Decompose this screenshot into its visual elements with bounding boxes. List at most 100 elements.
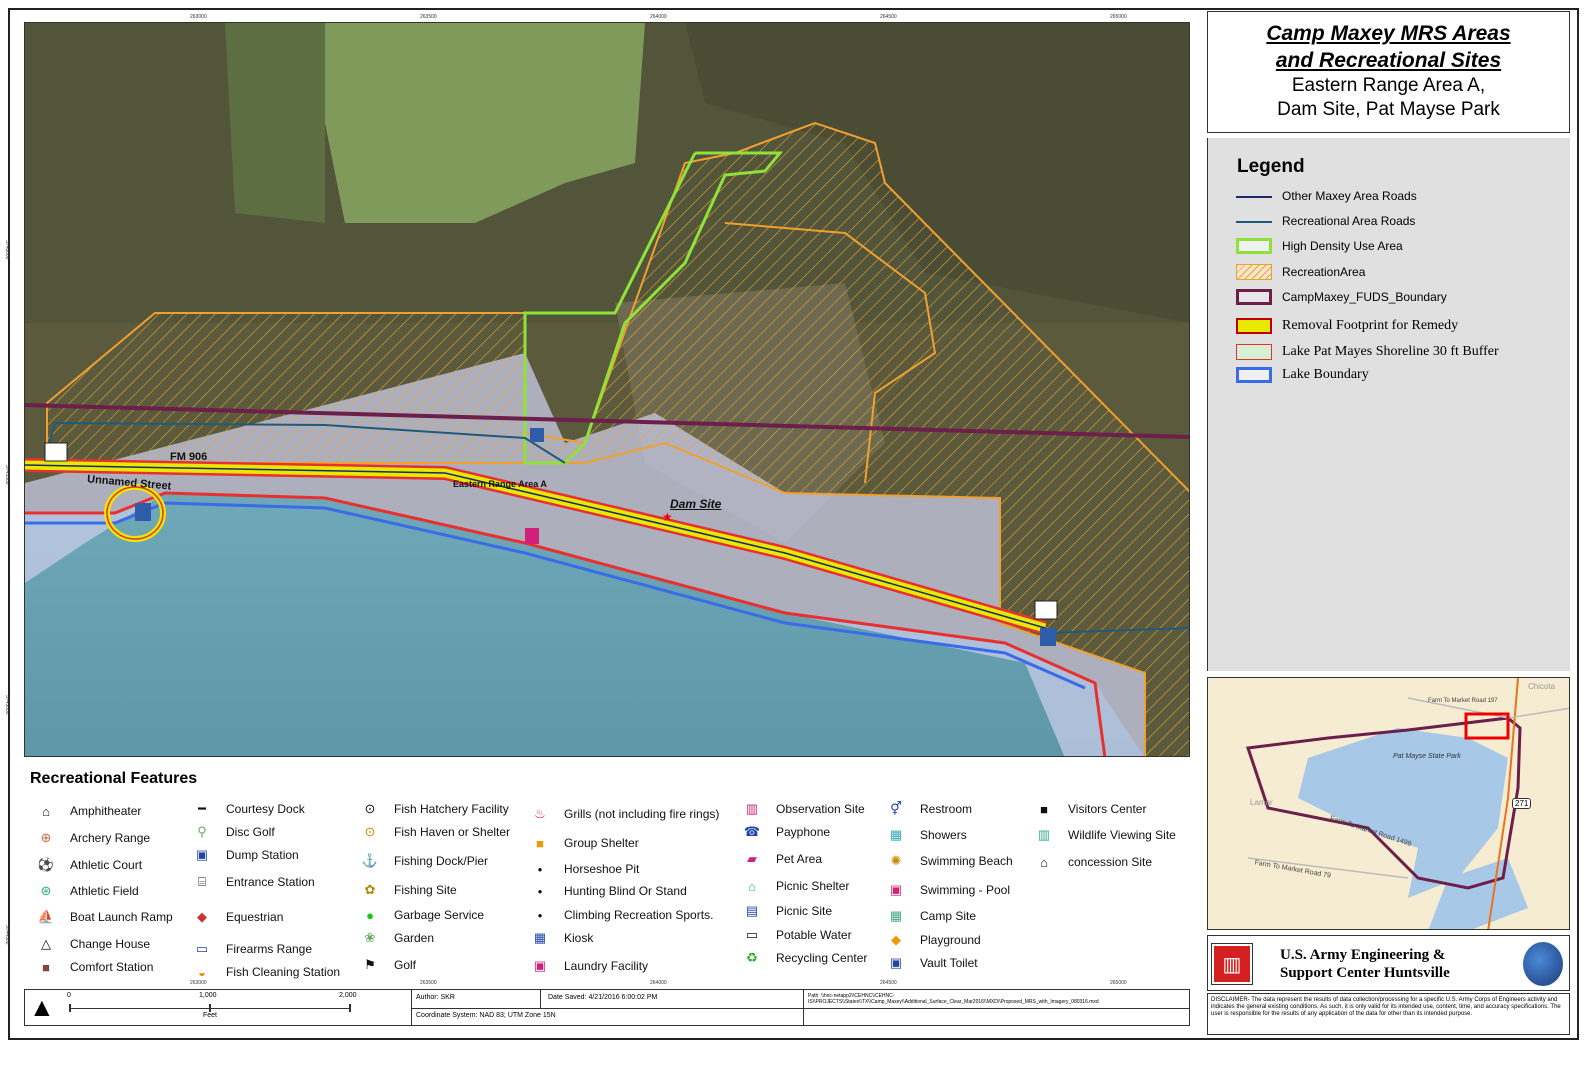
feature-label: Kiosk [564,931,594,945]
inset-park-label: Pat Mayse State Park [1393,753,1461,760]
feature-swimming-pool: ▣Swimming - Pool [886,879,1010,901]
feature-athletic-field: ⊛Athletic Field [36,880,139,902]
fish-haven-icon: ⊙ [364,824,376,839]
grid-tick: 264000 [650,980,667,986]
laundry-icon: ▣ [533,958,547,973]
meta-cell: Author: SKR Date Saved: 4/21/2016 6:00:0… [411,990,803,1025]
feature-playground: ◆Playground [886,929,981,951]
feature-fish-hatchery: ⊙Fish Hatchery Facility [360,798,509,820]
feature-label: Athletic Court [70,858,143,872]
equestrian-icon: ◆ [197,909,207,924]
meta-date: Date Saved: 4/21/2016 6:00:02 PM [548,994,658,1001]
feature-label: concession Site [1068,855,1153,869]
grid-tick: 263000 [190,14,207,20]
lake-boundary [25,501,1086,690]
vault-toilet-icon: ▣ [889,955,903,970]
org-name-line1: U.S. Army Engineering & [1280,947,1446,963]
feature-athletic-court: ⚽Athletic Court [36,854,142,876]
feature-fishing-dock: ⚓Fishing Dock/Pier [360,850,488,872]
payphone-icon: ☎ [743,824,761,839]
feature-restroom: ⚥Restroom [886,798,972,820]
feature-label: Laundry Facility [564,959,649,973]
feature-label: Equestrian [226,910,284,924]
org-name: U.S. Army Engineering & Support Center H… [1280,946,1450,982]
legend-item: CampMaxey_FUDS_Boundary [1232,287,1447,307]
feature-label: Athletic Field [70,884,139,898]
main-map[interactable]: ★ FM 906 Unnamed Street Eastern Range Ar… [24,22,1190,757]
firearms-range-icon: ▭ [195,941,209,956]
concession-icon: ⌂ [1040,854,1048,870]
feature-climbing: •Climbing Recreation Sports. [530,904,714,926]
lake [25,493,1144,756]
wildlife-viewing-icon: ▥ [1037,827,1051,842]
grid-tick: 3744500 [4,925,10,945]
feature-label: Swimming Beach [920,854,1013,868]
feature-label: Restroom [920,802,973,816]
feature-label: Potable Water [776,928,852,942]
feature-observation: ▥Observation Site [742,798,865,820]
org-name-line2: Support Center Huntsville [1280,965,1450,981]
pet-area-icon: ▰ [747,851,757,866]
feature-boat-launch: ⛵Boat Launch Ramp [36,906,173,928]
feature-fishing-site: ✿Fishing Site [360,879,457,901]
feature-fish-haven: ⊙Fish Haven or Shelter [360,821,511,843]
grid-tick: 265000 [1110,980,1127,986]
feature-label: Picnic Site [776,904,833,918]
restroom-icon[interactable] [1040,628,1056,646]
locator-map[interactable]: Pat Mayse State Park Farm To Market Road… [1207,677,1570,930]
feature-group-shelter: ■Group Shelter [530,832,639,854]
entrance-station-icon: ⌸ [198,874,206,889]
grid-tick: 3746000 [4,240,10,260]
feature-label: Golf [394,958,417,972]
logo-box: ▥ U.S. Army Engineering & Support Center… [1207,935,1570,991]
restroom-icon[interactable] [530,428,544,442]
archery-icon: ⊕ [40,830,52,845]
grid-tick: 264000 [650,14,667,20]
meta-author: Author: SKR [416,994,455,1001]
feature-label: Wildlife Viewing Site [1068,828,1176,842]
inset-place-label: Lamar [1250,798,1273,807]
visitors-center-icon: ■ [1040,801,1048,817]
feature-garden: ❀Garden [360,927,434,949]
feature-label: Dump Station [226,848,299,862]
legend: Legend Other Maxey Area Roads Recreation… [1207,138,1570,671]
picnic-shelter-icon: ⌂ [748,878,756,894]
title-box: Camp Maxey MRS Areas and Recreational Si… [1207,11,1570,133]
fish-cleaning-icon: ◒ [198,964,206,980]
hunting-blind-icon: • [537,883,543,899]
map-title-line1: Camp Maxey MRS Areas [1266,22,1511,45]
feature-concession: ⌂ concession Site [1034,851,1152,873]
feature-label: Horseshoe Pit [564,862,640,876]
restroom-icon[interactable] [135,503,151,521]
map-subtitle-line2: Dam Site, Pat Mayse Park [1277,99,1500,120]
feature-laundry: ▣ Laundry Facility [530,955,648,977]
fishing-dock-icon: ⚓ [361,853,379,868]
feature-label: Garden [394,931,435,945]
legend-title: Legend [1237,156,1305,177]
feature-label: Change House [70,937,151,951]
entrance-station-icon[interactable] [1034,600,1058,620]
features-title: Recreational Features [30,770,198,787]
inset-place-label: Chicota [1528,682,1556,691]
legend-item: Removal Footprint for Remedy [1232,316,1458,336]
entrance-station-icon[interactable] [44,442,68,462]
swimming-pool-icon: ▣ [889,882,903,897]
feature-hunting-blind: •Hunting Blind Or Stand [530,880,687,902]
inset-svg [1208,678,1569,929]
path-cell: Path: \\hnc-netapp2\\CEHNC\\CEHNC-IS\\PR… [803,990,1189,1025]
playground-icon: ◆ [891,932,901,947]
feature-picnic-shelter: ⌂Picnic Shelter [742,875,849,897]
scalebar-strip: ▲ 0 1,000 2,000 Feet Author: SKR Date Sa… [24,989,1190,1026]
emblem-icon [1523,942,1563,986]
feature-label: Fishing Site [394,883,457,897]
feature-courtesy-dock: ━Courtesy Dock [192,798,305,820]
feature-label: Climbing Recreation Sports. [564,908,714,922]
boat-launch-icon: ⛵ [37,909,55,924]
horseshoe-icon: • [537,861,543,877]
feature-label: Payphone [776,825,831,839]
legend-item: Recreational Area Roads [1232,211,1415,231]
grid-tick: 263500 [420,14,437,20]
grid-tick: 264500 [880,14,897,20]
feature-label: Grills (not including fire rings) [564,807,720,821]
observation-site-icon[interactable] [525,528,539,544]
